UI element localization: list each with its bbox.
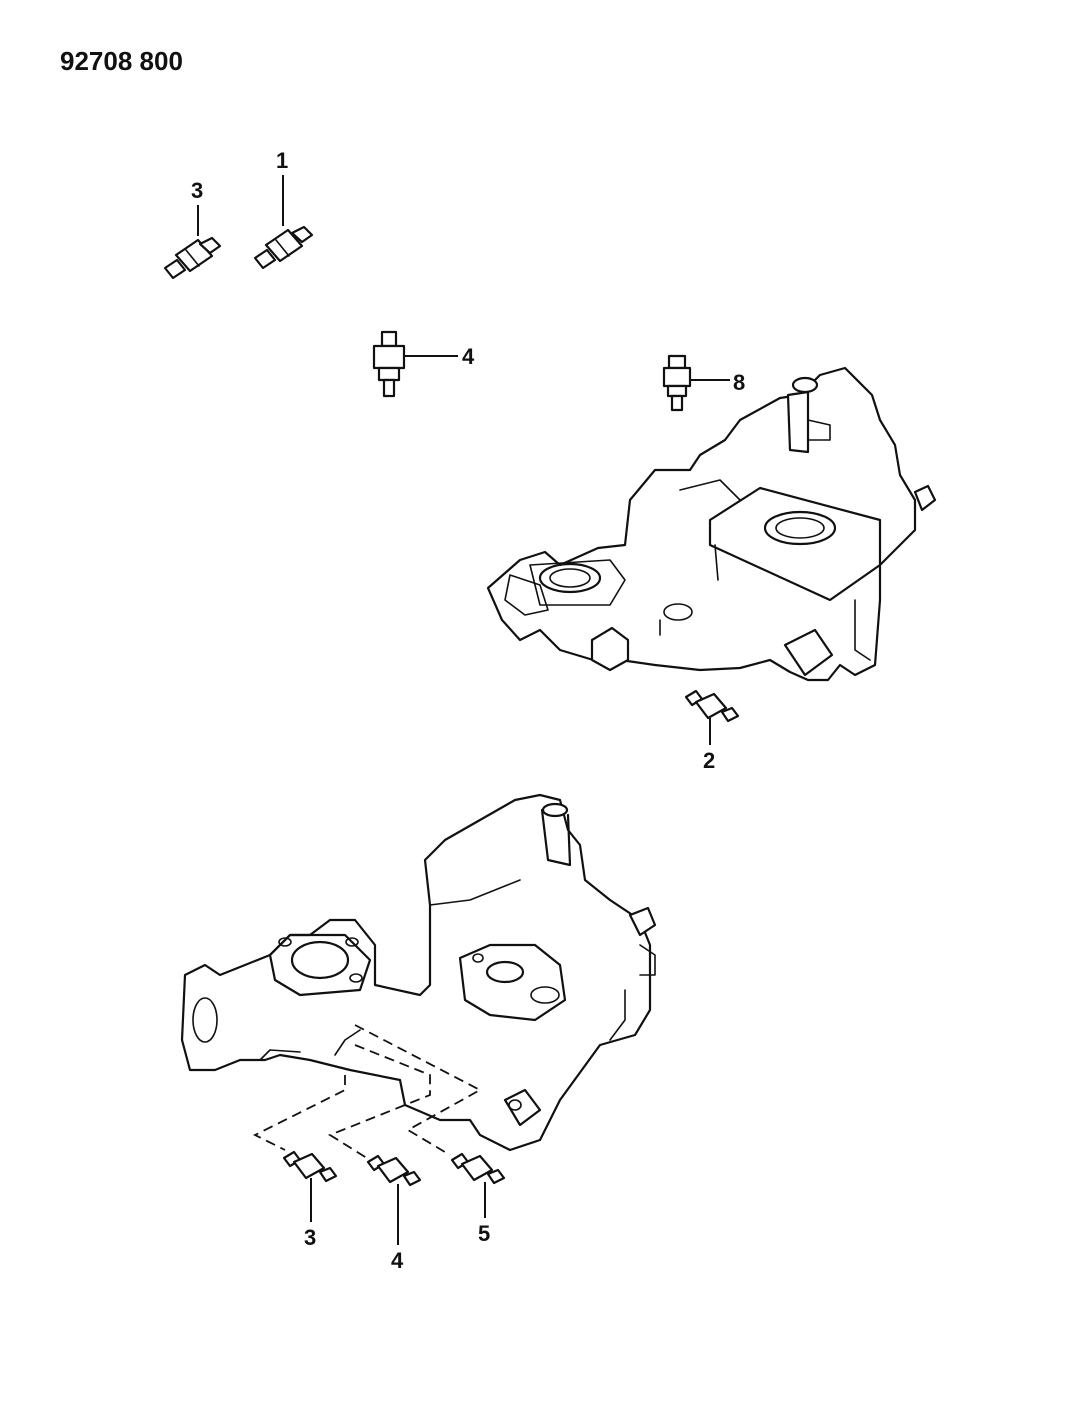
callout-2: 2 [703, 748, 715, 773]
sensor-4-top [372, 330, 458, 398]
callout-4-top: 4 [462, 344, 475, 369]
callout-8: 8 [733, 370, 745, 395]
callout-5: 5 [478, 1221, 490, 1246]
upper-manifold [486, 366, 937, 682]
sensor-4-bottom [366, 1154, 422, 1245]
callout-4-bottom: 4 [391, 1248, 404, 1273]
sensor-routing-lines [252, 1024, 482, 1161]
part-number: 92708 800 [60, 46, 183, 76]
sensor-3-bottom [282, 1150, 338, 1222]
sensor-1-top [253, 175, 314, 270]
sensor-3-top [163, 205, 222, 280]
callout-3-top: 3 [191, 178, 203, 203]
callout-3-bottom: 3 [304, 1225, 316, 1250]
sensor-8 [662, 354, 730, 412]
callout-1: 1 [276, 148, 288, 173]
lower-manifold [180, 793, 657, 1152]
sensor-2 [684, 689, 740, 745]
sensor-5 [450, 1152, 506, 1218]
